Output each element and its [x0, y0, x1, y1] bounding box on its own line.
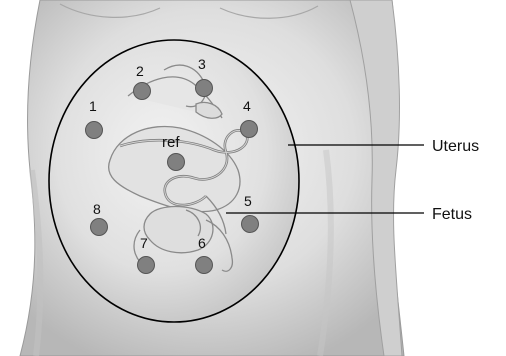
electrode-8-label: 8: [93, 201, 101, 217]
electrode-3-label: 3: [198, 56, 206, 72]
fetus-label: Fetus: [432, 206, 472, 223]
electrode-6-marker: [196, 257, 213, 274]
uterus-label: Uterus: [432, 138, 479, 155]
electrode-4-marker: [241, 121, 258, 138]
electrode-5-marker: [242, 216, 259, 233]
electrode-ref-marker: [168, 154, 185, 171]
electrode-1-label: 1: [89, 98, 97, 114]
electrode-8-marker: [91, 219, 108, 236]
electrode-3-marker: [196, 80, 213, 97]
electrode-4-label: 4: [243, 98, 251, 114]
electrode-1-marker: [86, 122, 103, 139]
electrode-7-marker: [138, 257, 155, 274]
electrode-2-label: 2: [136, 63, 144, 79]
electrode-5-label: 5: [244, 193, 252, 209]
electrode-6-label: 6: [198, 235, 206, 251]
electrode-7-label: 7: [140, 235, 148, 251]
electrode-2-marker: [134, 83, 151, 100]
electrode-ref-label: ref: [162, 134, 180, 151]
